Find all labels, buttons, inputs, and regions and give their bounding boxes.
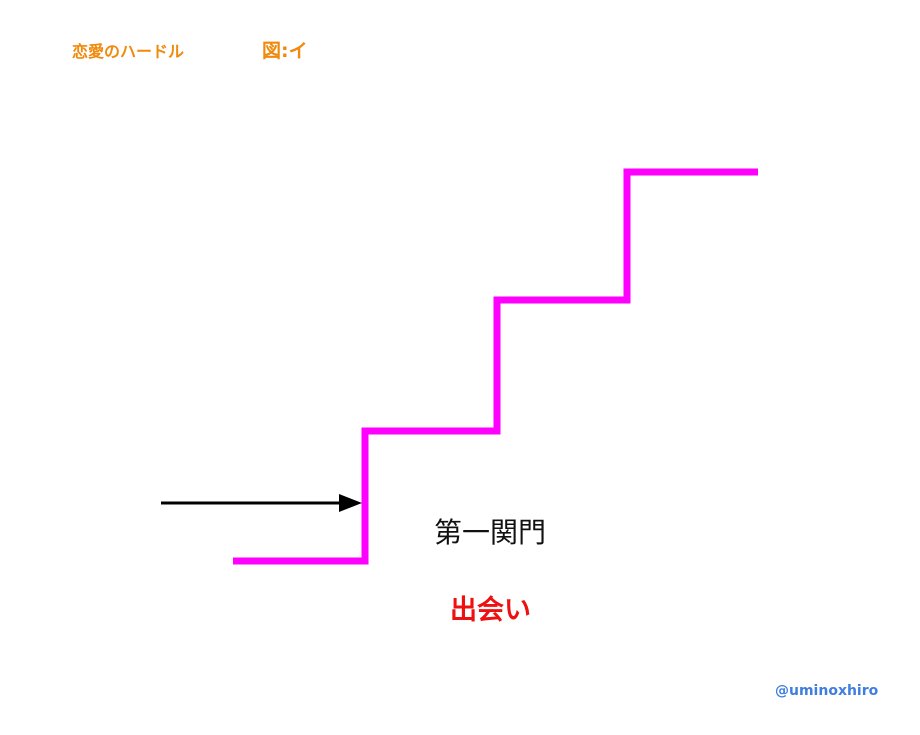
gate-label: 第一関門 [434,516,547,549]
figure-label: 図:イ [262,40,308,62]
arrow-head [339,494,362,512]
diagram-title: 恋愛のハードル [72,42,185,61]
author-handle: @uminoxhiro [775,683,879,699]
stage-label: 出会い [450,595,531,626]
staircase-line [233,168,758,565]
